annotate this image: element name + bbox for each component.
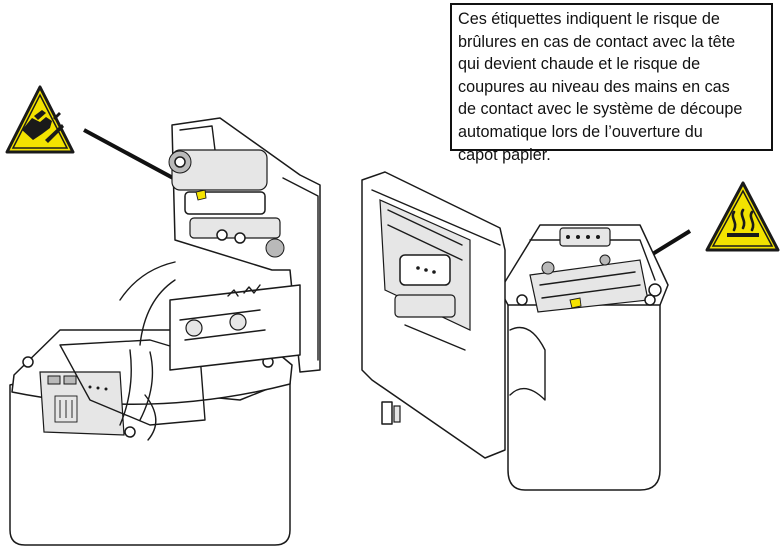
callout-line: qui devient chaude et le risque de xyxy=(458,55,701,74)
hot-surface-warning-icon xyxy=(705,181,780,252)
warning-callout-box: Ces étiquettes indiquent le risque de br… xyxy=(450,3,773,164)
printer-right xyxy=(361,171,669,491)
callout-line: coupures au niveau des mains en cas xyxy=(458,77,730,96)
callout-line: Ces étiquettes indiquent le risque de xyxy=(458,10,720,28)
callout-line: brûlures en cas de contact avec la tête xyxy=(458,32,736,51)
callout-line: de contact avec le système de découpe xyxy=(458,100,743,119)
callout-line: automatique lors de l’ouverture du xyxy=(458,122,703,141)
printer-left xyxy=(9,117,321,546)
callout-line: capot papier. xyxy=(458,145,551,164)
hand-cut-warning-icon xyxy=(5,85,75,154)
